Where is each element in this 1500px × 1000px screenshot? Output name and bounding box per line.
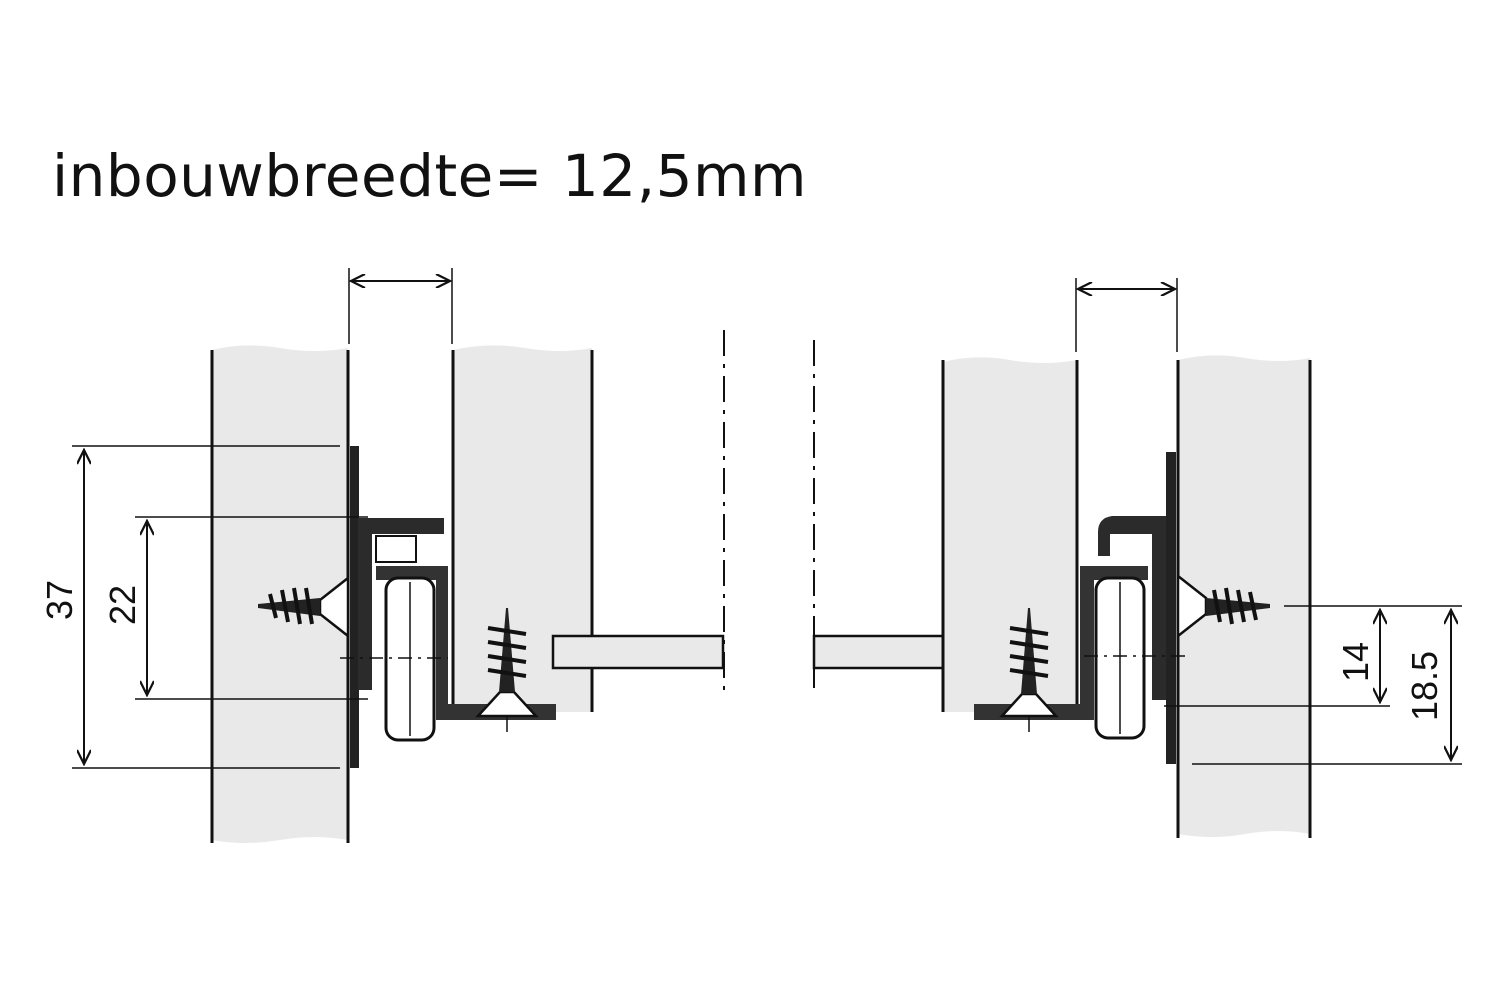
- right-outer-dimension: 18.5: [1404, 610, 1451, 760]
- left-width-dimension: [348, 268, 453, 344]
- right-slide-plate: [1166, 452, 1176, 764]
- right-inner-dimension: 14: [1335, 610, 1380, 702]
- right-outer-dimension-label: 18.5: [1404, 651, 1445, 721]
- right-assembly: 14 18.5: [812, 278, 1462, 838]
- left-inner-dimension: 22: [102, 521, 147, 695]
- left-assembly: 37 22: [39, 268, 725, 843]
- left-outer-dimension: 37: [39, 450, 84, 764]
- left-drawer-screw: [475, 608, 539, 732]
- left-inner-dimension-label: 22: [102, 585, 143, 625]
- left-slide-plate: [350, 446, 359, 768]
- left-cabinet-rail: [358, 518, 444, 690]
- right-inner-dimension-label: 14: [1335, 642, 1376, 682]
- right-cabinet-rail: [1098, 516, 1166, 700]
- right-drawer-screw: [999, 608, 1059, 732]
- left-drawer-bottom: [551, 634, 725, 670]
- right-width-dimension: [1075, 278, 1178, 352]
- right-drawer-rail: [974, 566, 1148, 720]
- right-cabinet-screw: [1176, 573, 1270, 639]
- right-drawer-side: [941, 357, 1079, 712]
- page-title: inbouwbreedte= 12,5mm: [52, 142, 808, 210]
- left-outer-dimension-label: 37: [39, 580, 80, 620]
- left-cabinet-screw: [258, 575, 350, 639]
- left-drawer-rail: [376, 566, 556, 720]
